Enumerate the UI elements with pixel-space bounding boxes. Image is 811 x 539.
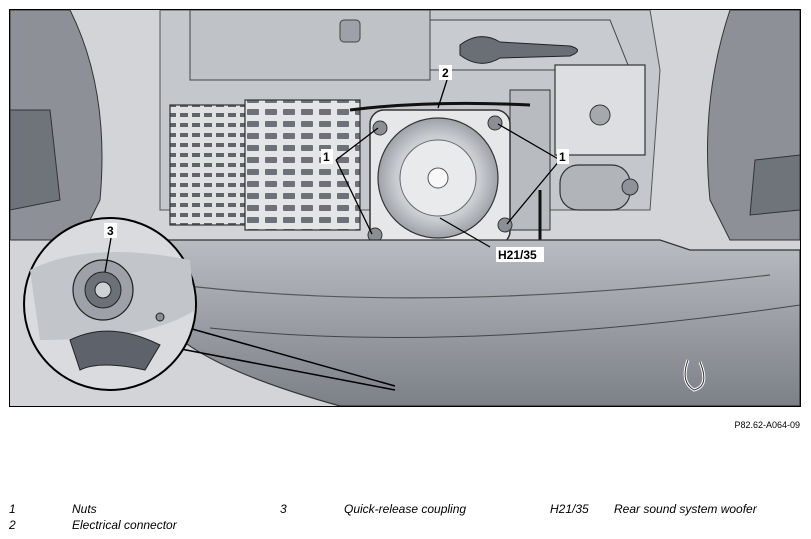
legend-key-3: 3 xyxy=(280,502,287,516)
callout-3: 3 xyxy=(107,224,114,238)
callout-1-left: 1 xyxy=(323,150,330,164)
callout-1-right: 1 xyxy=(559,150,566,164)
legend: 1 Nuts 2 Electrical connector 3 Quick-re… xyxy=(0,502,811,539)
figure-code: P82.62-A064-09 xyxy=(734,420,800,430)
legend-key-2: 2 xyxy=(9,518,16,532)
legend-desc-1: Nuts xyxy=(72,502,97,516)
legend-key-h21-35: H21/35 xyxy=(550,502,589,516)
legend-key-1: 1 xyxy=(9,502,16,516)
illustration-frame: 1 1 2 3 H21/35 xyxy=(9,9,801,407)
detail-inset xyxy=(23,217,197,391)
legend-desc-3: Quick-release coupling xyxy=(344,502,467,516)
trunk-illustration: 1 1 2 3 H21/35 xyxy=(10,10,800,406)
callout-h21-35: H21/35 xyxy=(498,248,537,262)
legend-desc-2: Electrical connector xyxy=(72,518,177,532)
legend-desc-h21-35: Rear sound system woofer xyxy=(614,502,757,516)
callout-2: 2 xyxy=(442,66,449,80)
